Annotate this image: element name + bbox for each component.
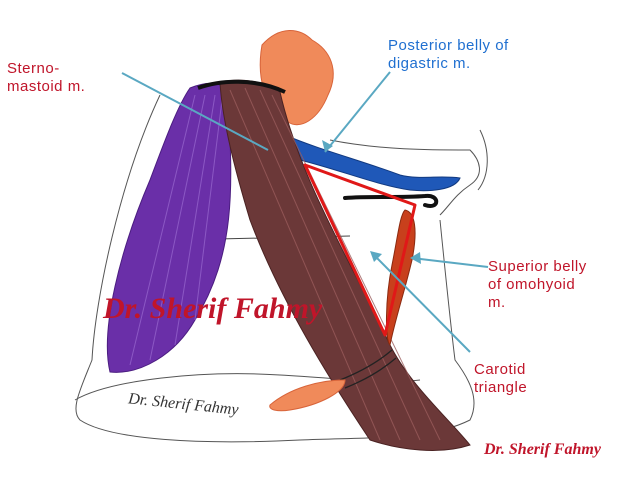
chin-outline	[477, 129, 488, 191]
watermark-corner: Dr. Sherif Fahmy	[484, 441, 601, 458]
omohyoid-crossing-lines	[339, 349, 397, 389]
omohyoid-superior-belly	[386, 209, 416, 347]
neck-outline	[75, 94, 475, 443]
pointer-carotid	[371, 252, 471, 353]
label-omohyoid: Superior belly of omohyoid m.	[488, 258, 587, 311]
carotid-triangle-outline	[303, 163, 417, 337]
watermark-center: Dr. Sherif Fahmy	[103, 292, 323, 325]
sternomastoid-muscle	[219, 79, 471, 451]
pointer-digastric	[324, 71, 391, 153]
omohyoid-inferior-belly	[269, 379, 346, 412]
label-carotid-triangle: Carotid triangle	[474, 361, 528, 396]
hyoid-bone	[343, 193, 439, 208]
arrowhead-omohyoid	[410, 252, 421, 264]
label-digastric: Posterior belly of digastric m.	[388, 37, 509, 72]
pointer-sternomastoid	[121, 72, 269, 151]
label-sternomastoid: Sterno- mastoid m.	[7, 60, 86, 95]
trapezius-fibers	[129, 94, 223, 366]
arrowhead-carotid	[370, 251, 382, 262]
sternomastoid-fibers	[229, 87, 441, 441]
jaw-outline	[329, 139, 480, 216]
pointer-arrowheads	[322, 140, 421, 264]
trapezius-muscle	[106, 82, 232, 373]
arrowhead-digastric	[322, 140, 333, 152]
pointer-lines	[121, 71, 489, 353]
pointer-omohyoid	[411, 257, 489, 268]
sternomastoid-cap	[197, 79, 286, 94]
